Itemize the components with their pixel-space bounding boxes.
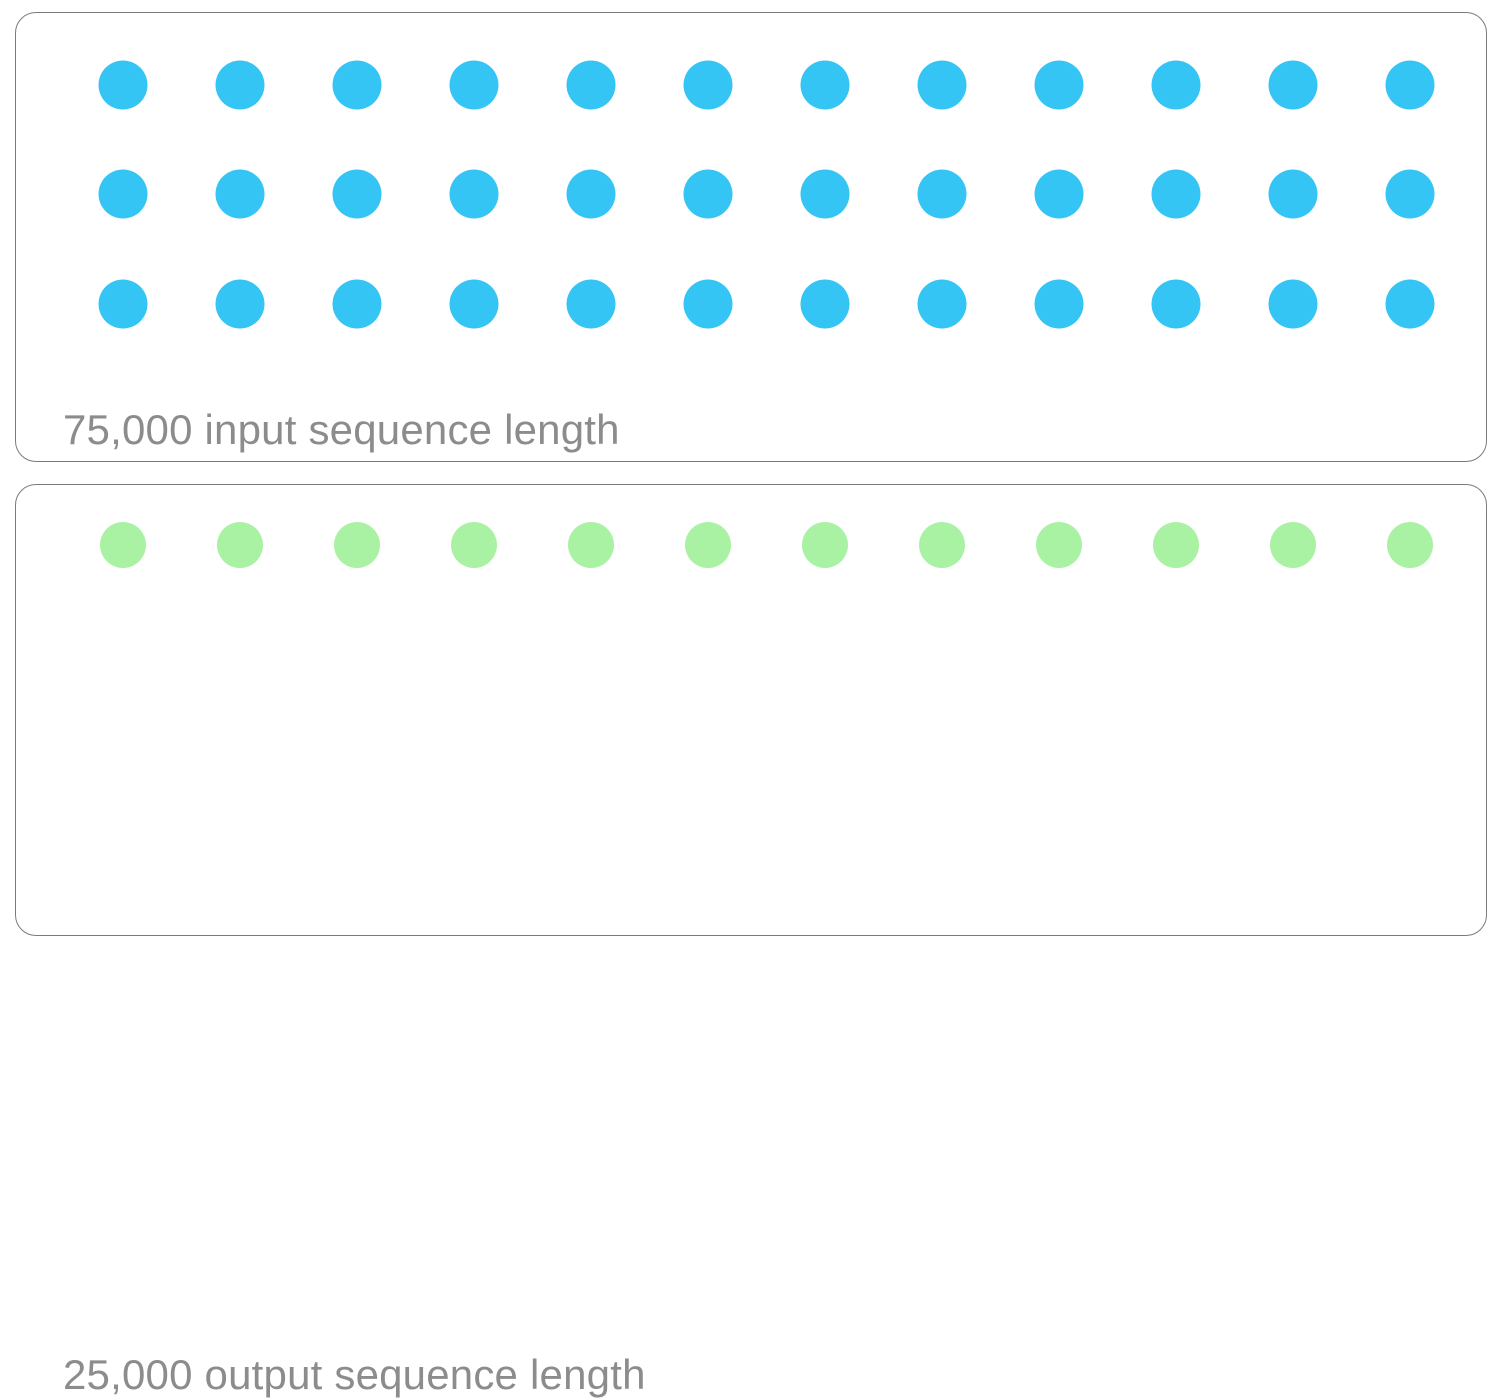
input-token-dot: [800, 279, 850, 329]
input-token-dot: [1268, 169, 1318, 219]
input-token-dot: [1151, 169, 1201, 219]
input-token-dot: [1034, 169, 1084, 219]
input-token-dot: [449, 60, 499, 110]
input-sequence-length-label: 75,000 input sequence length: [63, 406, 620, 453]
input-token-dot: [449, 169, 499, 219]
input-token-dot: [98, 169, 148, 219]
output-token-dot: [100, 522, 146, 568]
input-token-dot: [1385, 169, 1435, 219]
input-token-dot: [1385, 60, 1435, 110]
input-token-dot: [332, 279, 382, 329]
input-token-dot: [449, 279, 499, 329]
input-token-dot: [215, 169, 265, 219]
input-token-dot: [566, 169, 616, 219]
output-token-dot: [1153, 522, 1199, 568]
input-token-dot: [800, 169, 850, 219]
input-token-dot: [1151, 279, 1201, 329]
output-token-dot: [1036, 522, 1082, 568]
output-token-dot: [1387, 522, 1433, 568]
output-token-dot: [217, 522, 263, 568]
input-token-dot: [332, 169, 382, 219]
input-token-dot: [1268, 60, 1318, 110]
input-token-dot: [1385, 279, 1435, 329]
input-token-dot: [332, 60, 382, 110]
input-token-dot: [566, 60, 616, 110]
input-token-dot: [1268, 279, 1318, 329]
output-token-dot: [334, 522, 380, 568]
input-token-dot: [98, 60, 148, 110]
input-sequence-panel: 75,000 input sequence length: [15, 12, 1487, 462]
sequence-length-diagram: 75,000 input sequence length 25,000 outp…: [15, 12, 1487, 1396]
input-token-dot: [98, 279, 148, 329]
input-token-dot: [683, 279, 733, 329]
input-token-dot: [215, 60, 265, 110]
output-token-dot: [685, 522, 731, 568]
output-token-dot: [919, 522, 965, 568]
input-token-dot: [683, 60, 733, 110]
input-token-dot: [917, 279, 967, 329]
input-token-dot: [917, 169, 967, 219]
input-token-dot: [215, 279, 265, 329]
input-token-dot: [566, 279, 616, 329]
output-token-dot: [568, 522, 614, 568]
output-sequence-length-label: 25,000 output sequence length: [63, 1351, 646, 1398]
input-token-dot: [1034, 279, 1084, 329]
output-token-dot-grid: [16, 485, 1486, 935]
output-sequence-panel: 25,000 output sequence length: [15, 484, 1487, 1396]
output-token-dot: [802, 522, 848, 568]
input-token-dot: [1034, 60, 1084, 110]
output-token-dot: [1270, 522, 1316, 568]
input-token-dot: [800, 60, 850, 110]
input-token-dot: [683, 169, 733, 219]
output-token-dot: [451, 522, 497, 568]
input-token-dot-grid: [16, 13, 1486, 461]
input-token-dot: [917, 60, 967, 110]
input-token-dot: [1151, 60, 1201, 110]
